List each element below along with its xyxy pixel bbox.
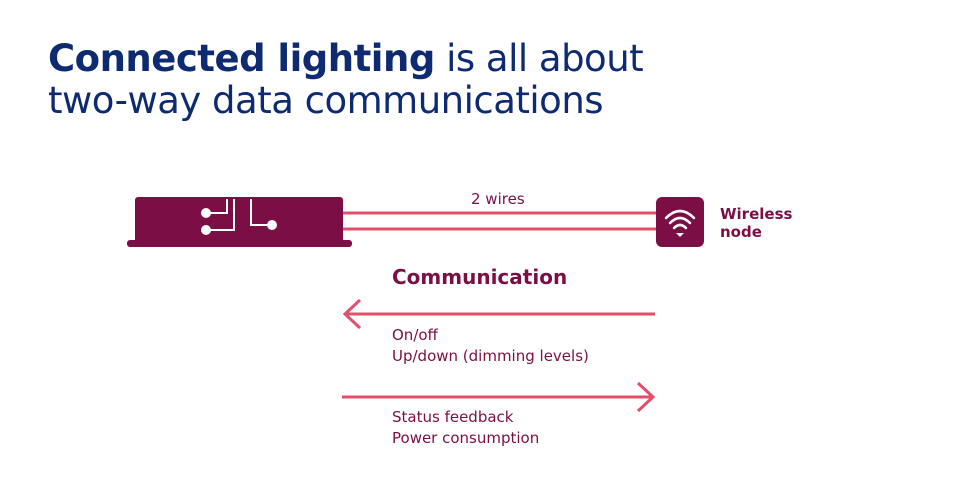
arrow-left-icon	[342, 298, 655, 330]
communication-heading: Communication	[392, 265, 568, 289]
node-label: Wireless node	[720, 205, 792, 241]
title-line2: two-way data communications	[48, 79, 604, 122]
wires	[343, 211, 657, 231]
to-driver-list: On/off Up/down (dimming levels)	[392, 325, 589, 367]
wifi-node-icon	[656, 197, 704, 247]
wires-label: 2 wires	[471, 190, 525, 208]
driver-box-icon	[127, 197, 352, 247]
page-title: Connected lighting is all about two-way …	[48, 37, 644, 122]
list-item: Status feedback	[392, 408, 514, 426]
arrow-right-icon	[342, 381, 656, 413]
list-item: Up/down (dimming levels)	[392, 347, 589, 365]
list-item: Power consumption	[392, 429, 540, 447]
node-label-line: Wireless	[720, 205, 793, 223]
node-label-line: node	[720, 223, 762, 241]
title-rest: is all about	[434, 37, 644, 80]
to-node-list: Status feedback Power consumption	[392, 407, 539, 449]
title-bold: Connected lighting	[48, 37, 435, 80]
list-item: On/off	[392, 326, 438, 344]
